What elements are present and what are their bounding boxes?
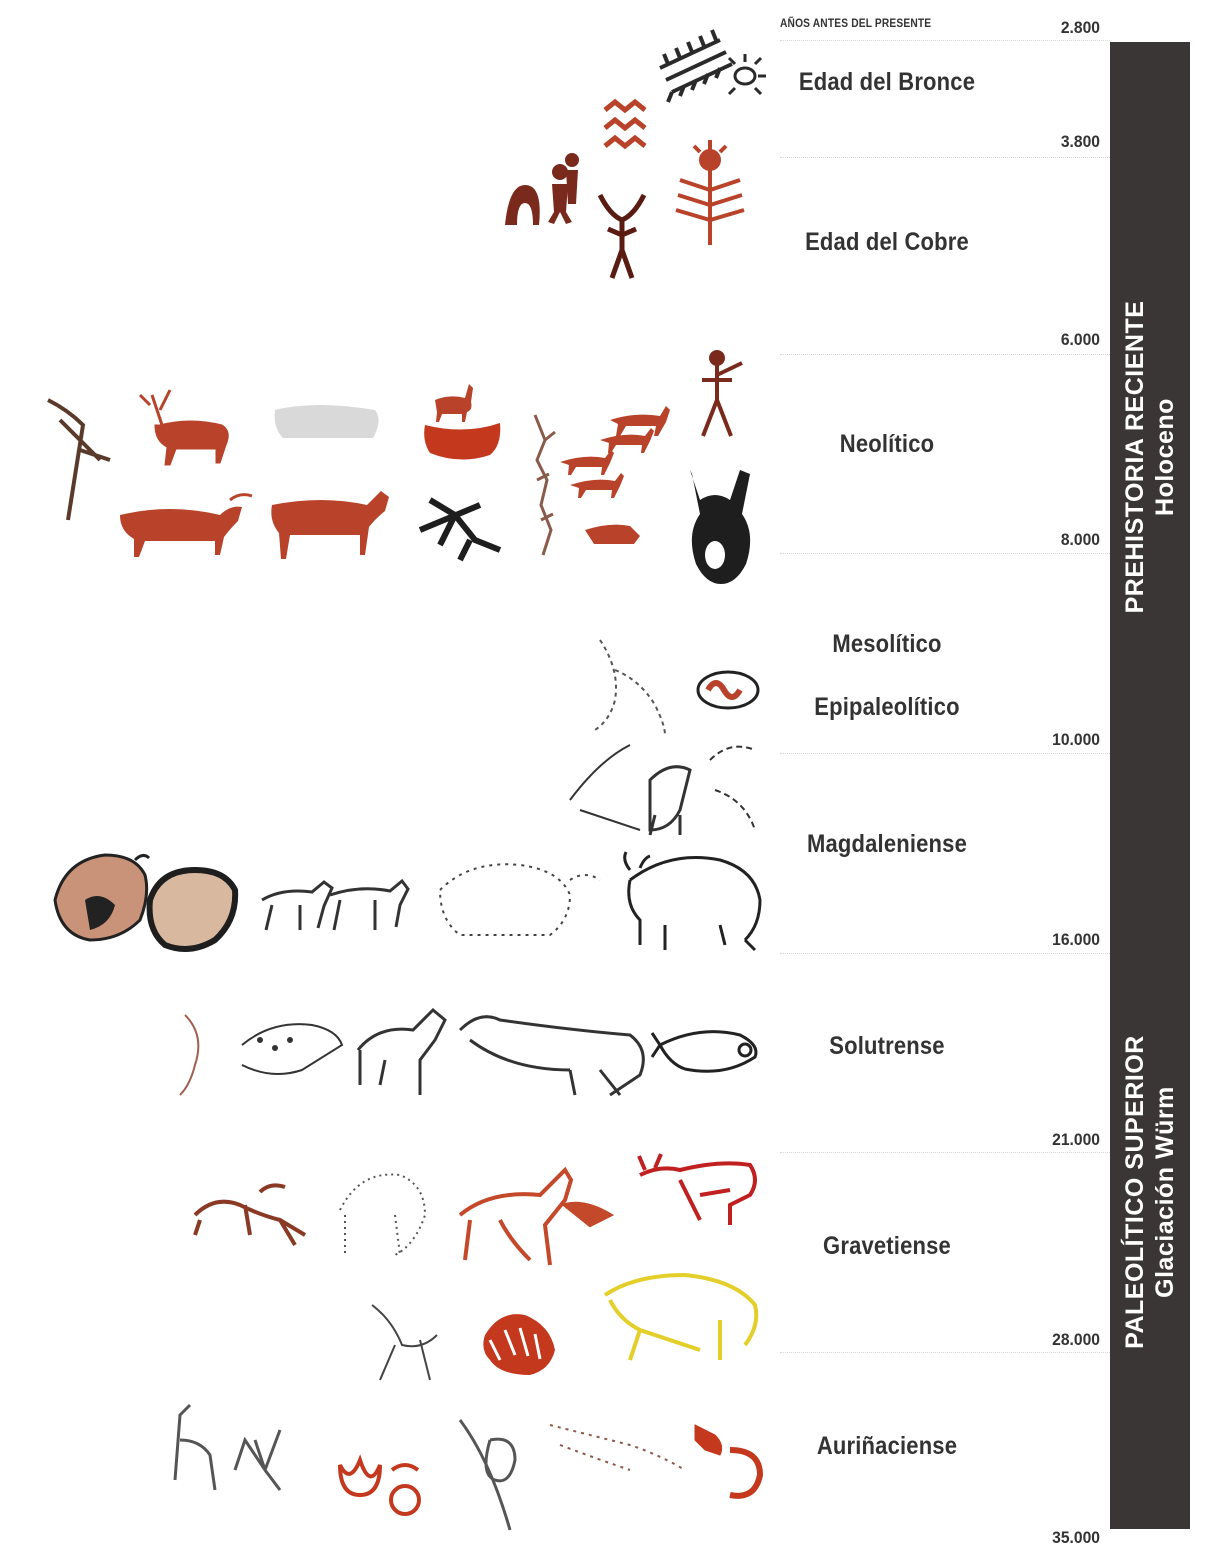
period-label: Gravetiense bbox=[777, 1232, 997, 1261]
tick-line bbox=[780, 157, 1110, 158]
black-bison bbox=[150, 870, 236, 949]
tick-line bbox=[780, 1152, 1110, 1153]
tick-line bbox=[780, 1352, 1110, 1353]
period-label: Auriñaciense bbox=[777, 1432, 997, 1461]
boat-figure bbox=[424, 423, 500, 460]
period-label: Solutrense bbox=[777, 1032, 997, 1061]
year-label: 3.800 bbox=[1026, 132, 1100, 152]
oval-pebble bbox=[698, 672, 758, 708]
deer-herd bbox=[560, 406, 670, 544]
long-animal bbox=[460, 1017, 643, 1095]
goat-column bbox=[535, 415, 555, 555]
line-goat bbox=[710, 747, 755, 830]
year-label: 28.000 bbox=[1026, 1330, 1100, 1350]
solar-figure bbox=[676, 140, 744, 245]
year-label: 2.800 bbox=[1026, 18, 1100, 38]
tick-line bbox=[780, 354, 1110, 355]
goat-outline bbox=[358, 1010, 445, 1095]
black-masked-figure bbox=[690, 470, 750, 584]
line-deer-small bbox=[372, 1305, 437, 1380]
small-goat bbox=[435, 384, 473, 422]
dotted-frieze bbox=[550, 1425, 685, 1470]
anthropomorph-group bbox=[505, 153, 579, 225]
era-subtitle: Glaciación Würm bbox=[1150, 1035, 1180, 1349]
era-recent-label: PREHISTORIA RECIENTE Holoceno bbox=[1120, 301, 1180, 614]
dotted-bison bbox=[440, 864, 600, 935]
year-label: 6.000 bbox=[1026, 330, 1100, 350]
two-horses bbox=[262, 881, 408, 930]
bird-figure bbox=[48, 400, 110, 520]
year-label: 35.000 bbox=[1026, 1528, 1100, 1548]
hand-and-curve bbox=[695, 1425, 760, 1496]
red-deer bbox=[140, 390, 228, 465]
era-title: PREHISTORIA RECIENTE bbox=[1120, 301, 1150, 614]
fish-outline bbox=[652, 1032, 756, 1072]
hand-print-group bbox=[483, 1314, 555, 1375]
period-label: Magdaleniense bbox=[777, 830, 997, 859]
line-figures bbox=[175, 1405, 280, 1490]
small-curve bbox=[180, 1015, 198, 1095]
era-upper-paleolithic-label: PALEOLÍTICO SUPERIOR Glaciación Würm bbox=[1120, 1035, 1180, 1349]
red-bull bbox=[120, 495, 252, 557]
tick-line bbox=[780, 40, 1110, 41]
yellow-bison bbox=[605, 1275, 756, 1360]
archer bbox=[420, 500, 500, 560]
era-bar: PREHISTORIA RECIENTE Holoceno PALEOLÍTIC… bbox=[1110, 42, 1190, 1529]
running-red-animal bbox=[195, 1185, 305, 1245]
hunter bbox=[702, 352, 742, 436]
year-label: 8.000 bbox=[1026, 530, 1100, 550]
red-deer-outline bbox=[639, 1154, 755, 1225]
year-label: 16.000 bbox=[1026, 930, 1100, 950]
era-subtitle: Holoceno bbox=[1150, 301, 1180, 614]
period-label: Edad del Bronce bbox=[777, 68, 997, 97]
years-caption: AÑOS ANTES DEL PRESENTE bbox=[780, 16, 931, 30]
bison-outline bbox=[625, 852, 760, 950]
tick-line bbox=[780, 553, 1110, 554]
dotted-animal bbox=[242, 1024, 342, 1074]
horned-figure bbox=[600, 195, 644, 278]
red-horse bbox=[271, 491, 389, 559]
period-label: Neolítico bbox=[777, 430, 997, 459]
tall-vulva bbox=[460, 1420, 515, 1530]
tick-line bbox=[780, 753, 1110, 754]
comb-sign bbox=[660, 30, 732, 102]
zigzag-sign bbox=[605, 102, 645, 146]
period-label: Edad del Cobre bbox=[777, 228, 997, 257]
line-ibex bbox=[570, 745, 640, 830]
dotted-deer bbox=[340, 1174, 425, 1255]
era-title: PALEOLÍTICO SUPERIOR bbox=[1120, 1035, 1150, 1349]
period-label: Mesolítico bbox=[777, 630, 997, 659]
red-horse-group bbox=[460, 1170, 610, 1265]
period-label: Epipaleolítico bbox=[777, 693, 997, 722]
year-label: 21.000 bbox=[1026, 1130, 1100, 1150]
dotted-figure bbox=[595, 640, 665, 735]
sun-sign bbox=[729, 54, 766, 94]
pale-goat bbox=[275, 405, 379, 438]
year-label: 10.000 bbox=[1026, 730, 1100, 750]
vulva-signs bbox=[340, 1460, 419, 1514]
tick-line bbox=[780, 953, 1110, 954]
polychrome-bison bbox=[55, 855, 149, 940]
line-deer bbox=[650, 767, 690, 835]
